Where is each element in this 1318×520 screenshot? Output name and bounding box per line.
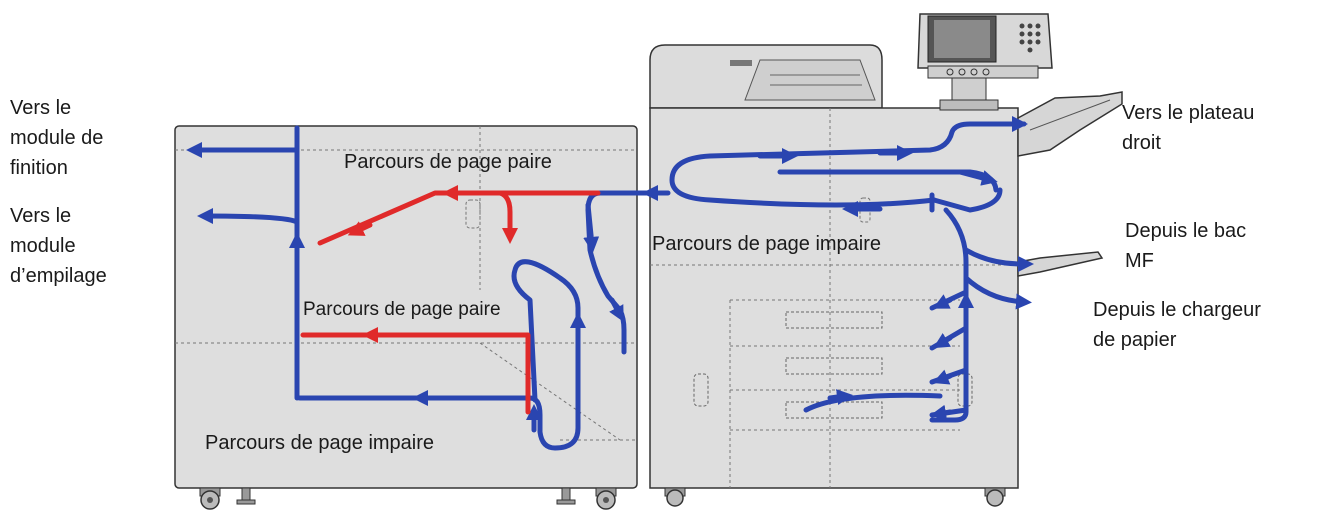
label-line: Depuis le chargeur (1093, 299, 1261, 321)
label-line: Vers le (10, 205, 72, 227)
label-to-right-tray: Vers le plateau droit (1122, 98, 1254, 158)
label-line: de papier (1093, 329, 1177, 351)
right-exit-tray (1017, 91, 1123, 157)
label-line: Vers le (10, 97, 72, 119)
label-line: d’empilage (10, 265, 107, 287)
printer-main-unit (649, 44, 1019, 489)
odd-page-path (185, 115, 1035, 451)
label-odd-path-right: Parcours de page impaire (652, 233, 882, 255)
label-line: MF (1125, 250, 1154, 272)
label-to-stacker: Vers le module d’empilage (10, 201, 107, 291)
mf-bypass-tray (1017, 251, 1104, 277)
label-line: Depuis le bac (1125, 220, 1247, 242)
label-line: droit (1122, 132, 1161, 154)
printer-casters (664, 487, 1006, 507)
label-odd-path-bottom: Parcours de page impaire (205, 432, 435, 454)
even-page-path (300, 184, 601, 415)
label-from-mf-tray: Depuis le bac MF (1125, 216, 1246, 276)
label-to-finisher: Vers le module de finition (10, 93, 103, 183)
label-from-paper-feeder: Depuis le chargeur de papier (1093, 295, 1261, 355)
label-even-path-top: Parcours de page paire (344, 151, 552, 173)
label-line: finition (10, 157, 68, 179)
label-line: module de (10, 127, 104, 149)
label-line: module (10, 235, 76, 257)
left-module-casters (199, 487, 617, 510)
label-even-path-mid: Parcours de page paire (303, 299, 501, 320)
label-line: Vers le plateau (1122, 102, 1255, 124)
control-panel (917, 13, 1053, 111)
